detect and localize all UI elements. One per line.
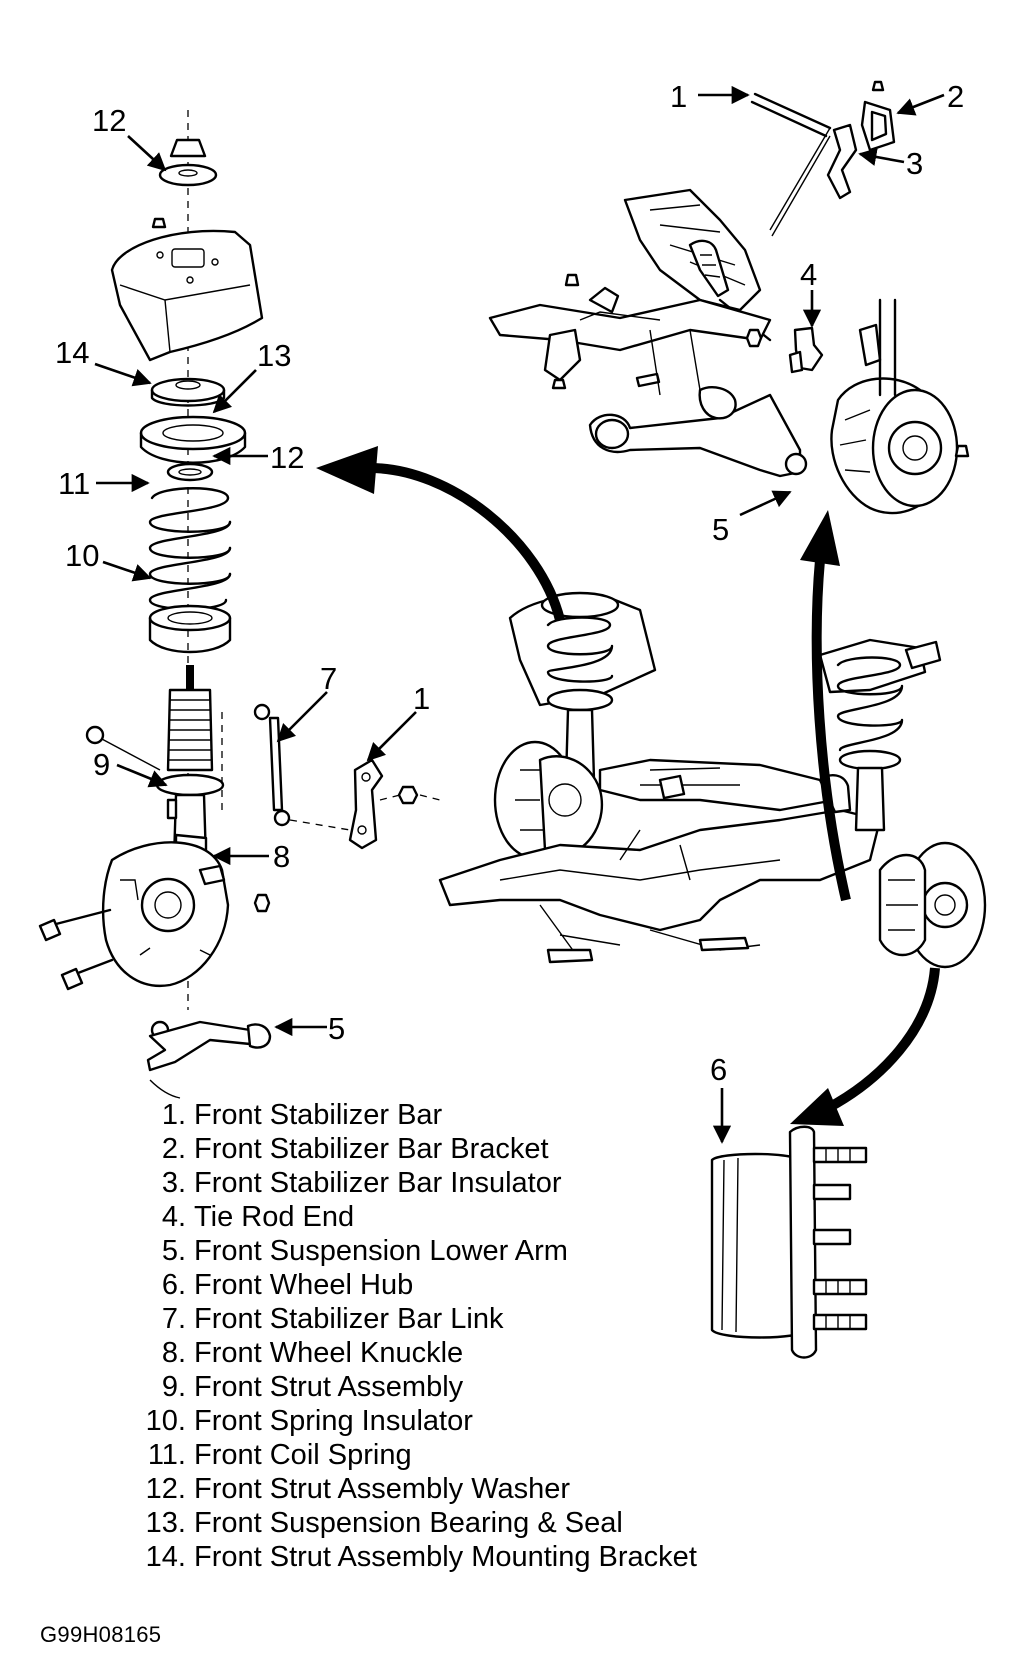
legend-number: 5. — [161, 1235, 186, 1267]
assembled-right-strut — [818, 638, 942, 832]
callout-2-top: 2 — [947, 79, 964, 114]
legend-number: 8. — [161, 1337, 186, 1369]
legend-number: 7. — [161, 1303, 186, 1335]
legend-text: Front Strut Assembly Mounting Bracket — [194, 1541, 697, 1573]
bearing-seal-13 — [139, 377, 247, 464]
legend-item: 7.Front Stabilizer Bar Link — [132, 1302, 832, 1336]
legend-number: 11. — [147, 1439, 186, 1471]
legend-item: 12.Front Strut Assembly Washer — [132, 1472, 832, 1506]
callout-labels: 1 2 3 4 5 12 14 13 12 11 10 7 1 9 8 5 6 — [55, 79, 964, 1087]
legend-item: 13.Front Suspension Bearing & Seal — [132, 1506, 832, 1540]
legend-item: 4.Tie Rod End — [132, 1200, 832, 1234]
legend-number: 3. — [161, 1167, 186, 1199]
assembled-left-disc — [493, 740, 604, 860]
legend-text: Front Stabilizer Bar Link — [194, 1303, 504, 1335]
callout-4-top: 4 — [800, 257, 817, 292]
callout-11: 11 — [58, 466, 90, 501]
callout-5-bottom: 5 — [328, 1011, 345, 1046]
legend-text: Front Stabilizer Bar Bracket — [194, 1133, 549, 1165]
callout-7: 7 — [320, 661, 337, 696]
leader-lines — [94, 85, 945, 1144]
callout-9: 9 — [93, 747, 110, 782]
curved-arrow-to-strut-exploded — [369, 463, 565, 622]
coil-spring-11 — [148, 487, 232, 611]
callout-13: 13 — [257, 338, 291, 373]
legend-item: 3.Front Stabilizer Bar Insulator — [132, 1166, 832, 1200]
strut-mount-bracket-14 — [110, 229, 264, 362]
legend-number: 4. — [161, 1201, 186, 1233]
steering-rack-assembly — [623, 188, 824, 374]
legend-number: 13. — [145, 1507, 186, 1539]
legend-text: Front Spring Insulator — [194, 1405, 473, 1437]
legend-item: 1.Front Stabilizer Bar — [132, 1098, 832, 1132]
legend-text: Tie Rod End — [194, 1201, 355, 1233]
legend-item: 2.Front Stabilizer Bar Bracket — [132, 1132, 832, 1166]
legend-text: Front Stabilizer Bar Insulator — [194, 1167, 562, 1199]
legend-text: Front Wheel Hub — [194, 1269, 414, 1301]
callout-5-top: 5 — [712, 512, 729, 547]
callout-8: 8 — [273, 839, 290, 874]
spring-insulator-10 — [148, 604, 232, 654]
assembled-right-disc — [878, 841, 987, 969]
legend-text: Front Strut Assembly — [194, 1371, 464, 1403]
legend-text: Front Coil Spring — [194, 1439, 412, 1471]
washer-12-mid — [166, 462, 214, 482]
wheel-hub-6 — [710, 1125, 868, 1359]
legend-item: 6.Front Wheel Hub — [132, 1268, 832, 1302]
callout-1-link: 1 — [413, 681, 430, 716]
callout-10: 10 — [65, 538, 99, 573]
legend-text: Front Suspension Lower Arm — [194, 1235, 568, 1267]
legend-number: 9. — [161, 1371, 186, 1403]
callout-12-mid: 12 — [270, 440, 304, 475]
callout-14: 14 — [55, 335, 89, 370]
legend-number: 6. — [161, 1269, 186, 1301]
legend-item: 14.Front Strut Assembly Mounting Bracket — [132, 1540, 832, 1574]
legend-text: Front Stabilizer Bar — [194, 1099, 443, 1131]
curved-arrows — [316, 446, 940, 1126]
wheel-knuckle-8 — [38, 841, 271, 991]
legend-item: 8.Front Wheel Knuckle — [132, 1336, 832, 1370]
stabilizer-bar-end-1 — [348, 758, 441, 850]
callout-6: 6 — [710, 1052, 727, 1087]
curved-arrow-to-knuckle — [811, 559, 851, 902]
legend-item: 5.Front Suspension Lower Arm — [132, 1234, 832, 1268]
top-nut-washer — [151, 138, 218, 229]
legend-number: 10. — [145, 1405, 186, 1437]
stabilizer-link-7 — [221, 703, 351, 831]
figure-code: G99H08165 — [40, 1622, 162, 1647]
curved-arrow-to-hub — [825, 967, 940, 1113]
stabilizer-bar-top — [750, 80, 896, 237]
callout-3-top: 3 — [906, 146, 923, 181]
legend-text: Front Wheel Knuckle — [194, 1337, 464, 1369]
assembled-subframe — [438, 758, 882, 964]
legend-item: 10.Front Spring Insulator — [132, 1404, 832, 1438]
legend-number: 1. — [161, 1099, 186, 1131]
legend-item: 11.Front Coil Spring — [132, 1438, 832, 1472]
legend-number: 12. — [145, 1473, 186, 1505]
legend-number: 14. — [145, 1541, 186, 1573]
callout-1-top: 1 — [670, 79, 687, 114]
lower-arm-5-top — [588, 329, 808, 478]
lower-arm-5-left — [146, 1020, 272, 1099]
legend-number: 2. — [161, 1133, 186, 1165]
legend-text: Front Strut Assembly Washer — [194, 1473, 571, 1505]
legend-text: Front Suspension Bearing & Seal — [194, 1507, 623, 1539]
crossmember-top — [488, 273, 772, 390]
legend-item: 9.Front Strut Assembly — [132, 1370, 832, 1404]
brake-disc-top — [830, 298, 970, 515]
callout-12-top: 12 — [92, 103, 126, 138]
